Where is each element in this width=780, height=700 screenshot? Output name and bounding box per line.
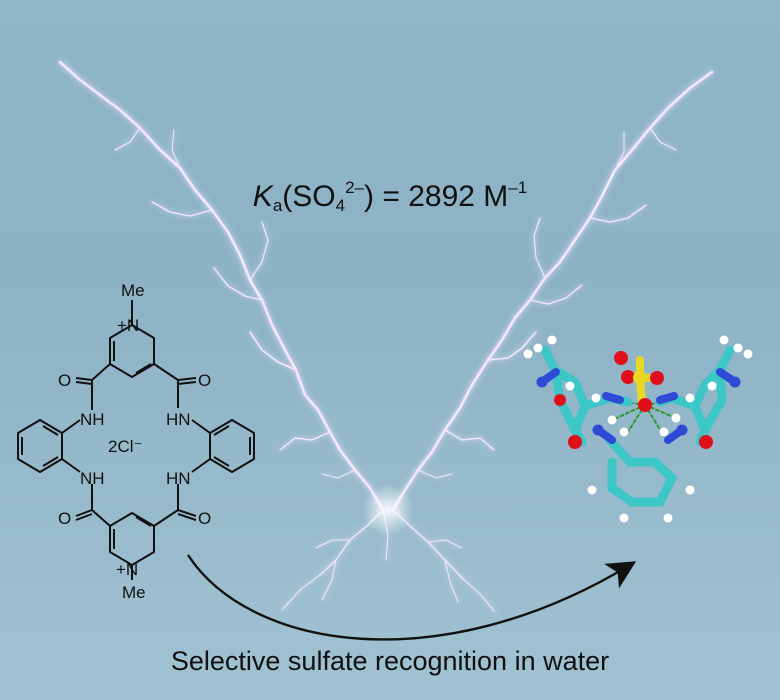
hn-label: HN — [166, 410, 191, 429]
equation-ion-open: (SO — [282, 180, 336, 213]
equation-symbol-subscript: a — [272, 196, 283, 215]
oxygen-label: O — [58, 371, 71, 390]
methyl-bottom-label: Me — [122, 583, 146, 602]
equation-ion-subscript: 4 — [335, 196, 346, 215]
oxygen-label: O — [58, 509, 71, 528]
equation-ion-close: ) — [364, 180, 375, 213]
oxygen-label: O — [198, 371, 211, 390]
reaction-arrow — [186, 554, 637, 641]
counterion-label: 2Cl⁻ — [108, 437, 142, 456]
equation-ion-superscript: 2– — [345, 178, 365, 197]
lightning-bolt — [58, 60, 714, 613]
macrocycle-structure — [17, 300, 255, 580]
lightning-flash — [362, 484, 414, 536]
n-plus-bottom-label: +N — [116, 560, 138, 579]
nh-label: NH — [80, 410, 105, 429]
crystal-structure-model — [523, 335, 753, 523]
methyl-top-label: Me — [121, 281, 145, 300]
equation-value: = 2892 M — [374, 180, 509, 213]
oxygen-label: O — [198, 509, 211, 528]
n-plus-top-label: +N — [117, 316, 139, 335]
structure-labels: Me +N O O NH HN 2Cl⁻ NH HN O O +N Me — [58, 281, 211, 602]
association-constant-equation: Ka(SO42–) = 2892 M–1 — [0, 178, 780, 216]
equation-symbol: K — [252, 180, 273, 213]
equation-unit-superscript: –1 — [508, 178, 528, 197]
figure-caption: Selective sulfate recognition in water — [170, 646, 610, 676]
hn-label: HN — [166, 469, 191, 488]
nh-label: NH — [80, 469, 105, 488]
